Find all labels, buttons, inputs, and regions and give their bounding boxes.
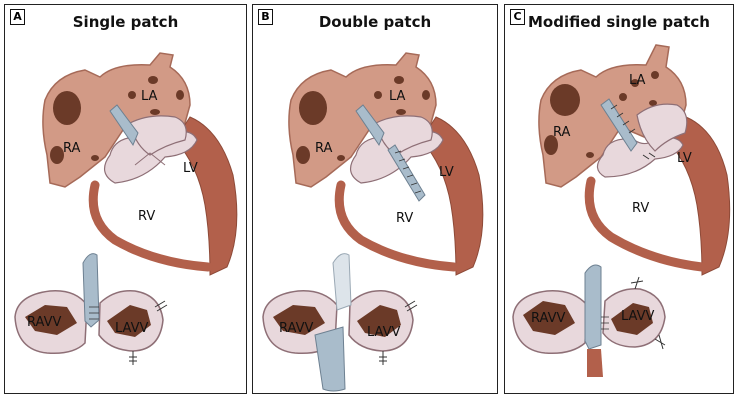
panel-letter: B	[258, 9, 273, 25]
label-ravv: RAVV	[531, 311, 566, 326]
label-ra: RA	[553, 125, 571, 140]
ventricle-outline	[334, 180, 459, 272]
label-lv: LV	[439, 165, 454, 180]
ventricle-outline	[88, 180, 213, 272]
label-ravv: RAVV	[279, 321, 314, 336]
label-la: LA	[141, 89, 158, 104]
label-rv: RV	[138, 209, 156, 224]
septal-patch	[600, 98, 638, 152]
heart-diagram-single-patch	[14, 52, 238, 365]
label-lv: LV	[677, 151, 692, 166]
label-ravv: RAVV	[27, 315, 62, 330]
ventricle-wall	[420, 116, 484, 276]
label-ra: RA	[63, 141, 81, 156]
heart-diagram-double-patch	[262, 52, 484, 392]
valve-view-modified-single-patch	[512, 264, 666, 377]
panel-letter: C	[510, 9, 525, 25]
valve-leaflet-upper	[375, 115, 433, 156]
atrial-patch	[355, 104, 385, 147]
septal-patch	[109, 104, 139, 147]
label-lv: LV	[183, 161, 198, 176]
label-rv: RV	[632, 201, 650, 216]
ventricle-wall	[666, 116, 731, 276]
common-valve	[596, 137, 684, 178]
panel-title: Single patch	[72, 13, 179, 31]
valve-view-single-patch	[14, 253, 168, 365]
panel-modified-single-patch: C Modified single patch LA RA LV RV RAVV…	[504, 4, 734, 394]
valve-leaflet-upper	[636, 103, 688, 152]
label-lavv: LAVV	[367, 325, 401, 340]
ventricle-outline	[584, 176, 707, 272]
valve-view-double-patch	[262, 253, 418, 392]
panel-double-patch: B Double patch LA RA LV RV RAVV LAVV	[252, 4, 498, 394]
panel-single-patch: A Single patch LA RA LV RV RAVV LAVV	[4, 4, 247, 394]
panel-title: Double patch	[318, 13, 432, 31]
panel-letter: A	[10, 9, 25, 25]
label-rv: RV	[396, 211, 414, 226]
label-lavv: LAVV	[621, 309, 655, 324]
valve-leaflet-upper	[129, 115, 187, 156]
ventricle-wall	[174, 116, 238, 276]
label-la: LA	[629, 73, 646, 88]
label-ra: RA	[315, 141, 333, 156]
label-la: LA	[389, 89, 406, 104]
ventricular-patch	[387, 144, 426, 202]
label-lavv: LAVV	[115, 321, 149, 336]
panel-title: Modified single patch	[528, 13, 710, 31]
heart-diagram-modified-single-patch	[512, 44, 731, 377]
